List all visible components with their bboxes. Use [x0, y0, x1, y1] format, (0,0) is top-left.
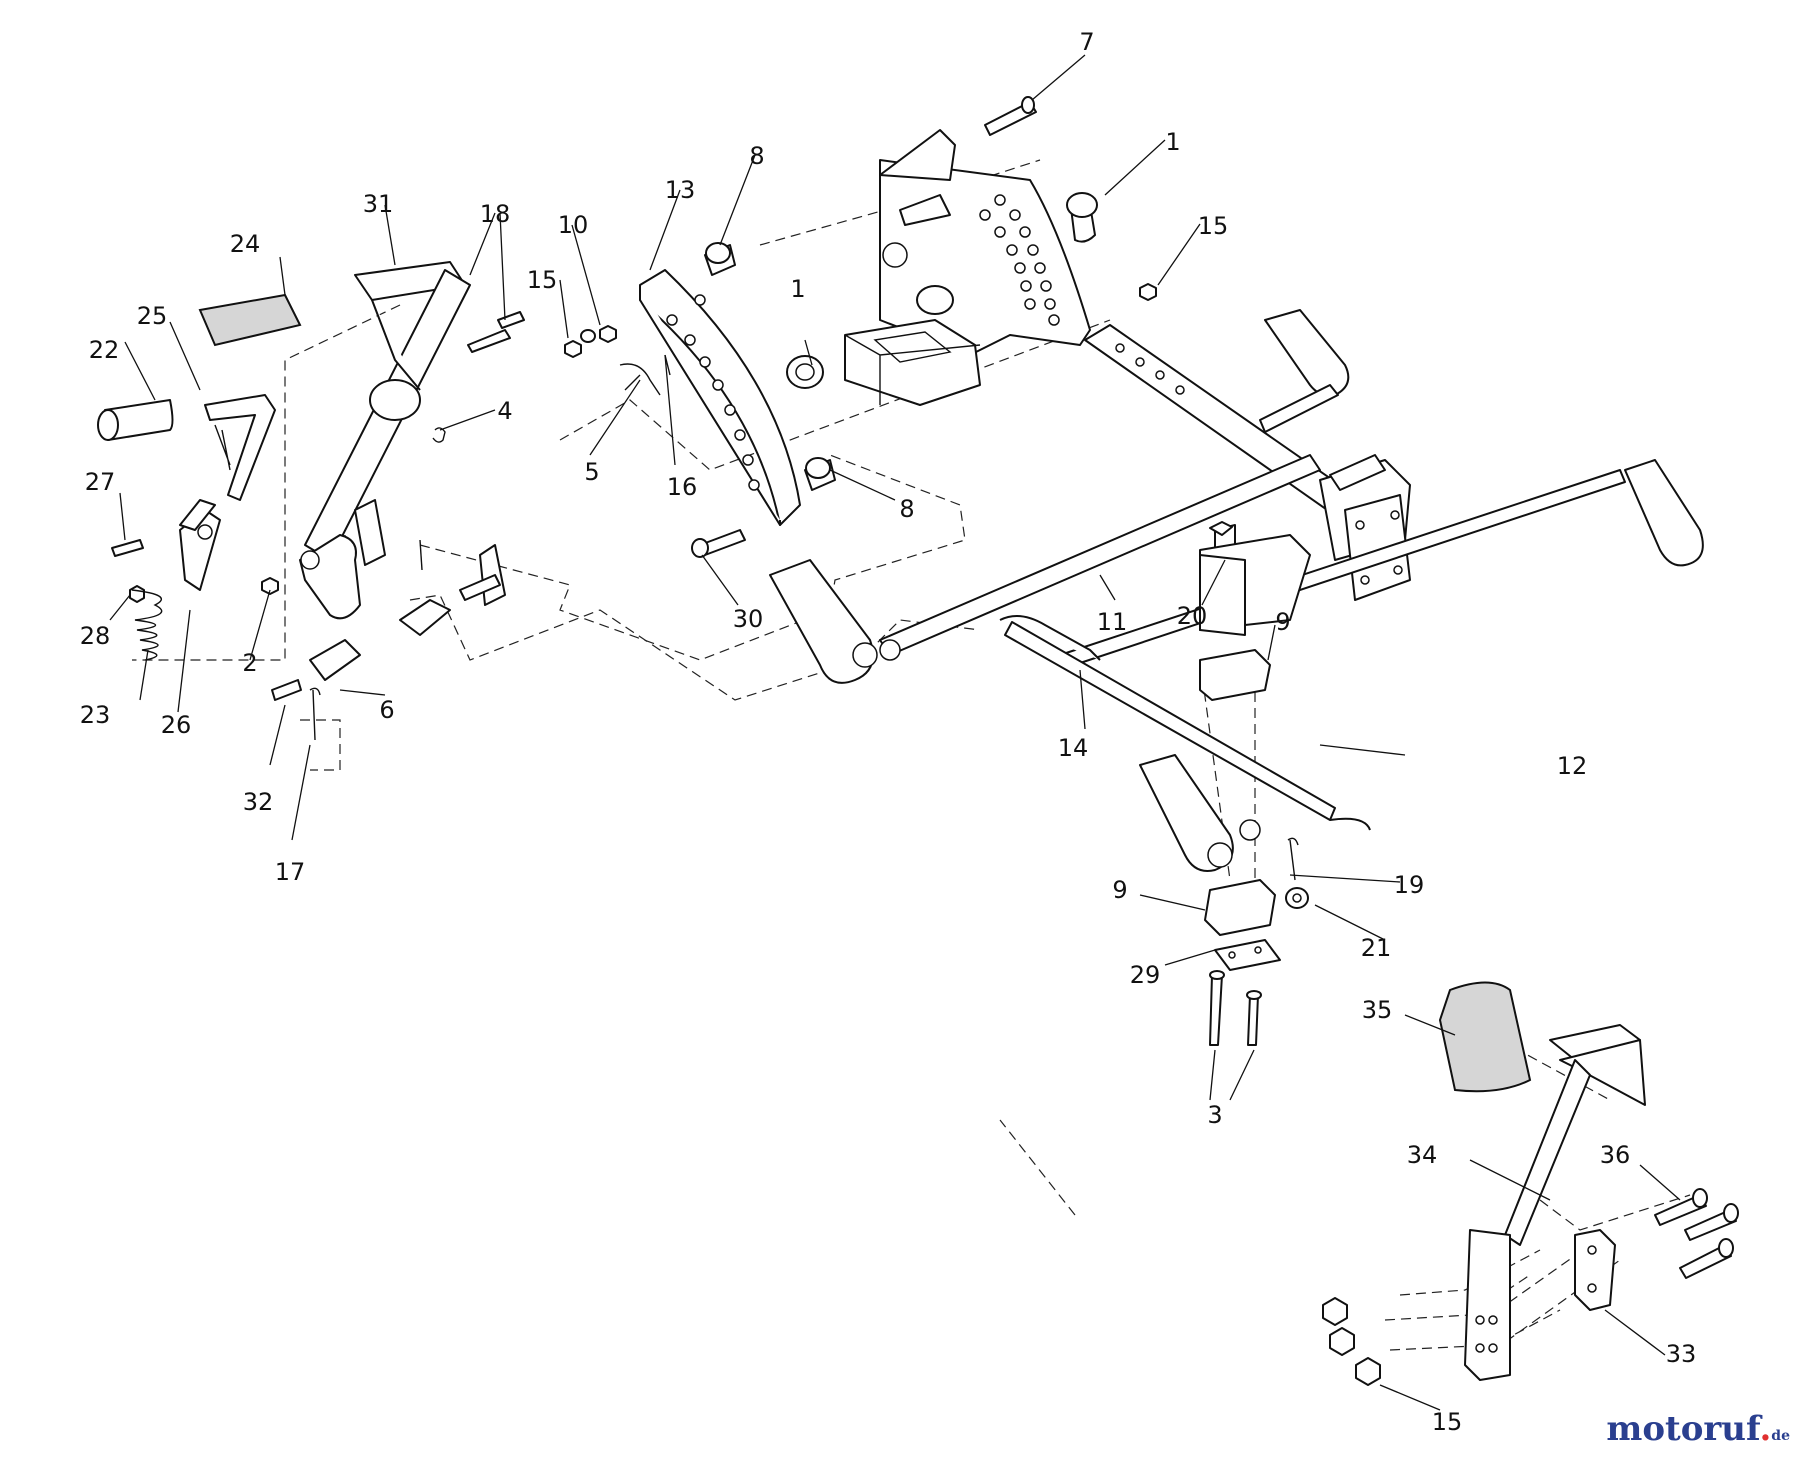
callout-29: 29 [1130, 961, 1161, 989]
callout-4: 4 [497, 397, 512, 425]
callout-7: 7 [1079, 28, 1094, 56]
callout-28: 28 [80, 622, 111, 650]
callout-17: 17 [275, 858, 306, 886]
callout-36: 36 [1600, 1141, 1631, 1169]
callout-35: 35 [1362, 996, 1393, 1024]
callout-9: 9 [1275, 608, 1290, 636]
callout-8: 8 [899, 495, 914, 523]
pivot-brackets [1199, 534, 1311, 971]
callout-34: 34 [1407, 1141, 1438, 1169]
callout-5: 5 [584, 458, 599, 486]
callout-21: 21 [1361, 934, 1392, 962]
callout-1: 1 [1165, 128, 1180, 156]
callout-33: 33 [1666, 1340, 1697, 1368]
callout-3: 3 [1207, 1101, 1222, 1129]
callout-16: 16 [667, 473, 698, 501]
callout-15: 15 [527, 266, 558, 294]
callout-18: 18 [480, 200, 511, 228]
callout-10: 10 [558, 211, 589, 239]
callout-19: 19 [1394, 871, 1425, 899]
callout-14: 14 [1058, 734, 1089, 762]
callout-6: 6 [379, 696, 394, 724]
callout-11: 11 [1097, 608, 1128, 636]
sector-plate [639, 269, 801, 526]
callout-23: 23 [80, 701, 111, 729]
callout-labels: 7 1 15 8 13 10 15 18 31 24 25 22 4 5 16 … [80, 28, 1697, 1436]
callout-12: 12 [1557, 752, 1588, 780]
leader-lines [109, 54, 1681, 1411]
callout-8: 8 [749, 142, 764, 170]
callout-26: 26 [161, 711, 192, 739]
callout-15: 15 [1198, 212, 1229, 240]
callout-2: 2 [242, 649, 257, 677]
callout-31: 31 [363, 190, 394, 218]
callout-32: 32 [243, 788, 274, 816]
callout-20: 20 [1177, 602, 1208, 630]
watermark-logo: motoruf.de [1606, 1409, 1790, 1449]
callout-1: 1 [790, 275, 805, 303]
callout-25: 25 [137, 302, 168, 330]
sector-plate-holes [666, 294, 760, 491]
callout-9: 9 [1112, 876, 1127, 904]
frame-plate-holes [979, 194, 1060, 326]
lower-pedal-assembly [1438, 981, 1646, 1381]
callout-24: 24 [230, 230, 261, 258]
callout-15: 15 [1432, 1408, 1463, 1436]
bushings [704, 192, 1098, 491]
frame-plate [844, 129, 1411, 601]
callout-30: 30 [733, 605, 764, 633]
callout-22: 22 [89, 336, 120, 364]
callout-13: 13 [665, 176, 696, 204]
callout-27: 27 [85, 468, 116, 496]
pedal-assembly [97, 261, 471, 681]
hardware [111, 96, 1739, 1386]
